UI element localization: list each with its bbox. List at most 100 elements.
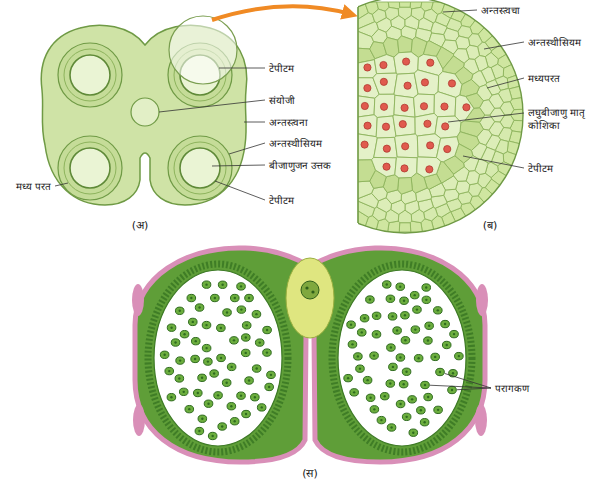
pollen-grain — [188, 318, 197, 325]
pollen-grain — [370, 352, 379, 359]
zoom-arrow — [212, 6, 350, 20]
pollen-grain — [217, 354, 226, 361]
wall-cell — [374, 94, 395, 117]
pollen-grain — [222, 379, 231, 386]
vascular-dot — [305, 286, 308, 289]
pollen-grain — [363, 376, 372, 383]
pollen-nucleus — [168, 370, 170, 372]
pollen-grain — [366, 296, 375, 303]
pollen-grain — [255, 339, 264, 346]
middle-layer-ring — [64, 49, 116, 101]
pollen-grain — [202, 281, 211, 288]
epidermis-patch — [133, 404, 145, 436]
pollen-grain — [434, 307, 443, 314]
pollen-nucleus — [369, 298, 371, 300]
pollen-grain — [413, 306, 422, 313]
leader-line — [484, 42, 524, 49]
pollen-nucleus — [194, 358, 196, 360]
pollen-grain — [348, 341, 357, 348]
pollen-grain — [347, 321, 356, 328]
pollen-grain — [227, 403, 236, 410]
pollen-grain — [396, 354, 405, 361]
pollen-grain — [195, 304, 204, 311]
pollen-nucleus — [384, 395, 386, 397]
nucleus-dot — [401, 165, 408, 172]
pollen-grain — [167, 324, 176, 331]
pollen-grain — [411, 326, 420, 333]
pollen-grain — [237, 392, 246, 399]
pollen-grain — [202, 281, 211, 288]
wall-cell — [478, 2, 529, 42]
pollen-grain — [344, 374, 353, 381]
pollen-grain — [422, 296, 431, 303]
pollen-nucleus — [427, 339, 429, 341]
pollen-grain — [195, 427, 204, 434]
nucleus-dot — [424, 120, 431, 127]
pollen-grain — [227, 363, 236, 370]
sac — [168, 136, 232, 200]
pollen-grain — [408, 396, 417, 403]
pollen-grain — [424, 393, 433, 400]
wall-cell — [399, 2, 410, 7]
nucleus-dot — [404, 82, 411, 89]
pollen-grain — [263, 326, 272, 333]
pollen-grain — [217, 324, 226, 331]
pollen-grain — [442, 341, 451, 348]
pollen-nucleus — [268, 386, 270, 388]
pollen-grain — [354, 353, 363, 360]
pollen-nucleus — [233, 420, 235, 422]
nucleus-dot — [399, 121, 406, 128]
nucleus-dot — [444, 145, 451, 152]
pollen-nucleus — [230, 366, 232, 368]
pollen-grain — [434, 406, 443, 413]
wall-cells — [358, 2, 530, 232]
pollen-grain — [421, 381, 430, 388]
pollen-chamber — [338, 270, 466, 446]
pollen-nucleus — [248, 379, 250, 381]
endothecium-band — [148, 264, 288, 452]
pollen-grain — [167, 393, 176, 400]
pollen-grain — [195, 427, 204, 434]
pollen-nucleus — [437, 409, 439, 411]
pollen-grain — [422, 296, 431, 303]
pollen-nucleus — [386, 283, 388, 285]
part-label: अन्तस्त्वना — [268, 116, 309, 129]
pollen-nucleus — [353, 391, 355, 393]
pollen-grain — [198, 374, 207, 381]
pollen-grain — [198, 415, 207, 422]
pollen-grain — [267, 371, 276, 378]
wall-cell — [394, 52, 419, 74]
pollen-grain — [380, 393, 389, 400]
pollen-nucleus — [220, 357, 222, 359]
nucleus-dot — [442, 123, 449, 130]
part-label: टेपीटम — [527, 162, 554, 175]
pollen-grain — [245, 294, 254, 301]
pollen-nucleus — [425, 299, 427, 301]
pollen-grain — [175, 307, 184, 314]
panel-caption: (ब) — [482, 219, 499, 233]
middle-layer-ring — [174, 142, 226, 194]
pollen-nucleus — [178, 377, 180, 379]
panel-caption: (स) — [301, 467, 319, 481]
pollen-grain — [245, 294, 254, 301]
pollen-nucleus — [207, 360, 209, 362]
pollen-grain — [417, 407, 426, 414]
pollen-grain — [401, 337, 410, 344]
pollen-grain — [204, 358, 213, 365]
pollen-grain — [425, 322, 434, 329]
pollen-grain — [410, 291, 419, 298]
pollen-grain — [223, 309, 232, 316]
pollen-nucleus — [423, 421, 425, 423]
pollen-nucleus — [245, 336, 247, 338]
pollen-grain — [347, 321, 356, 328]
pollen-grain — [176, 357, 185, 364]
pollen-nucleus — [451, 389, 453, 391]
nucleus-dot — [426, 166, 433, 173]
pollen-nucleus — [197, 392, 199, 394]
pollen-grain — [175, 307, 184, 314]
pollen-grain — [380, 393, 389, 400]
pollen-grain — [389, 363, 398, 370]
pollen-grain — [396, 354, 405, 361]
pollen-grain — [401, 312, 410, 319]
pollen-nucleus — [403, 300, 405, 302]
